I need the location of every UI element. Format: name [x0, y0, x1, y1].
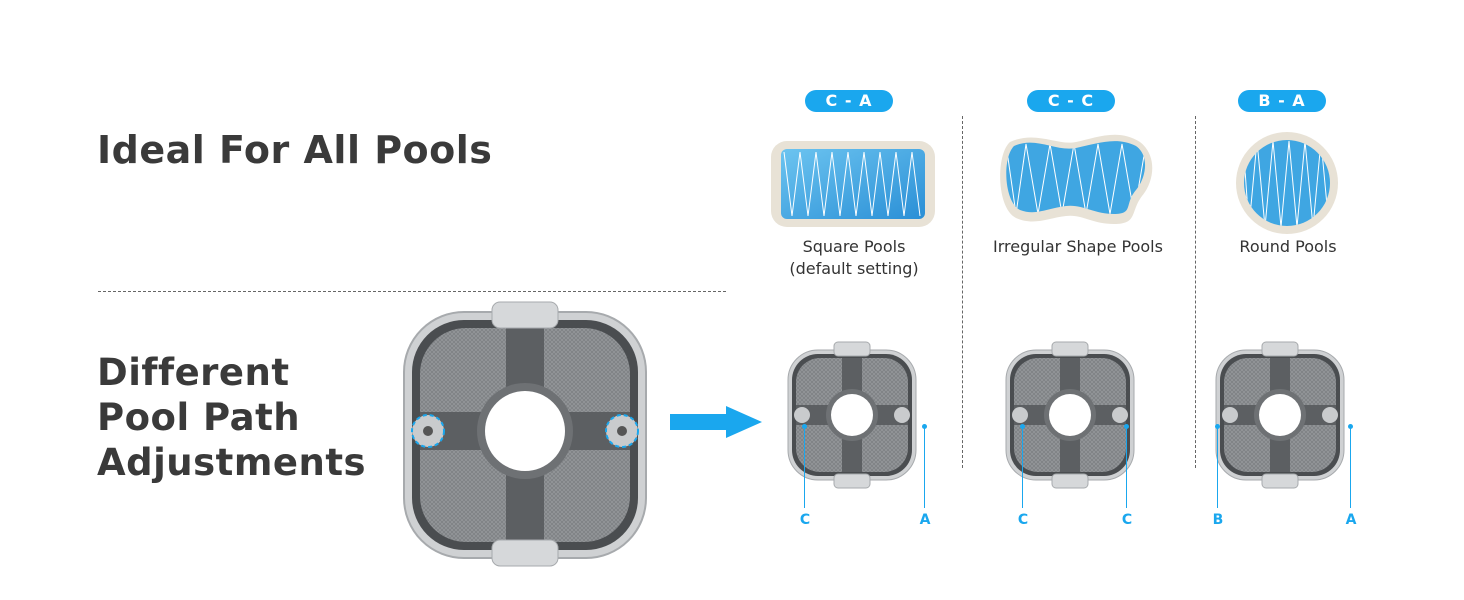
pin-dot: [1215, 424, 1220, 429]
arrow-right-icon: [670, 406, 762, 438]
square-pool-icon: [771, 141, 935, 227]
round-pools-label: Round Pools: [1239, 237, 1337, 256]
pin-line: [804, 428, 805, 508]
heading-line-1: Different: [97, 351, 290, 394]
heading-different-pool-path: Different Pool Path Adjustments: [97, 350, 366, 485]
mode-tag-round: B - A: [1238, 90, 1326, 112]
mode-tag-square: C - A: [805, 90, 893, 112]
robot-underside-round-mode: [1215, 341, 1345, 489]
robot-underside-irregular-mode: [1005, 341, 1135, 489]
section-divider: [98, 291, 726, 292]
pin-letter-right: A: [1345, 512, 1357, 528]
pin-dot: [922, 424, 927, 429]
pin-line: [1022, 428, 1023, 508]
irregular-pool-icon: [1000, 134, 1153, 224]
pin-dot: [1020, 424, 1025, 429]
heading-ideal-for-all-pools: Ideal For All Pools: [97, 128, 493, 172]
pin-dot: [1348, 424, 1353, 429]
pin-letter-right: C: [1121, 512, 1133, 528]
irregular-pools-label: Irregular Shape Pools: [993, 237, 1163, 256]
pin-line: [1350, 428, 1351, 508]
pin-letter-left: B: [1212, 512, 1224, 528]
heading-line-3: Adjustments: [97, 441, 367, 484]
column-divider-2: [1195, 116, 1196, 468]
round-pool-icon: [1236, 132, 1338, 234]
square-pools-label-line-1: Square Pools: [802, 237, 906, 256]
pin-letter-right: A: [919, 512, 931, 528]
square-pools-label: Square Pools (default setting): [766, 236, 942, 280]
pin-line: [924, 428, 925, 508]
pin-dot: [1124, 424, 1129, 429]
heading-line-2: Pool Path: [97, 396, 301, 439]
square-pools-label-line-2: (default setting): [789, 259, 919, 278]
pin-line: [1126, 428, 1127, 508]
pin-dot: [802, 424, 807, 429]
mode-tag-irregular: C - C: [1027, 90, 1115, 112]
robot-underside-large: [403, 301, 647, 567]
pin-letter-left: C: [799, 512, 811, 528]
robot-underside-square-mode: [787, 341, 917, 489]
pin-letter-left: C: [1017, 512, 1029, 528]
pin-line: [1217, 428, 1218, 508]
column-divider-1: [962, 116, 963, 468]
